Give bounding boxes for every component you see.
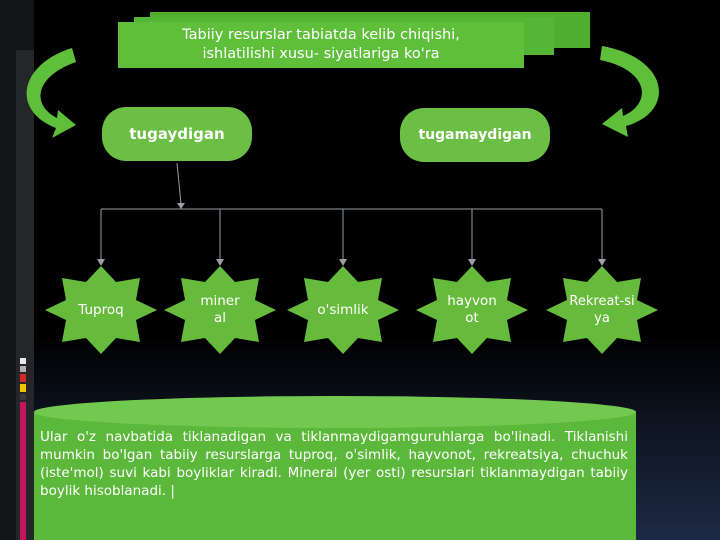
star-shape — [45, 266, 157, 354]
star-shape — [416, 266, 528, 354]
drop-arrowhead — [97, 259, 105, 266]
category-tugaydigan: tugaydigan — [102, 107, 252, 161]
color-bar — [20, 366, 26, 372]
resource-item-hayvonot: hayvonot — [416, 266, 528, 354]
pill-connector-line — [176, 162, 182, 205]
color-bar — [20, 394, 26, 400]
star-shape — [287, 266, 399, 354]
category-label: tugaydigan — [129, 125, 225, 143]
cylinder-body — [34, 412, 636, 540]
title-line-2: ishlatilishi xusu- siyatlariga ko'ra — [202, 46, 440, 62]
resource-item-tuproq: Tuproq — [45, 266, 157, 354]
drop-arrowhead — [468, 259, 476, 266]
resource-item-label: Tuproq — [78, 301, 124, 318]
cylinder-top — [34, 396, 636, 428]
category-label: tugamaydigan — [418, 126, 532, 143]
resource-item-mineral: mineral — [164, 266, 276, 354]
resource-item-label: hayvonot — [447, 293, 497, 326]
drop-arrowhead — [598, 259, 606, 266]
resource-item-label: mineral — [200, 293, 240, 326]
left-curved-arrow — [26, 48, 76, 138]
drop-arrowhead — [216, 259, 224, 266]
color-bar — [20, 402, 26, 540]
category-tugamaydigan: tugamaydigan — [400, 108, 550, 162]
resource-item-label: Rekreat-siya — [569, 294, 635, 326]
pill-connector-arrowhead — [177, 203, 185, 209]
description-text: Ular o'z navbatida tiklanadigan va tikla… — [40, 429, 628, 499]
resource-item-rekreatsiya: Rekreat-siya — [546, 266, 658, 354]
resource-item-label: o'simlik — [317, 301, 369, 318]
title-line-1: Tabiiy resurslar tabiatda kelib chiqishi… — [182, 27, 460, 43]
color-bar — [20, 384, 26, 392]
resource-item-osimlik: o'simlik — [287, 266, 399, 354]
color-bar — [20, 374, 26, 382]
color-bar — [20, 358, 26, 364]
star-shape — [164, 266, 276, 354]
right-curved-arrow — [600, 46, 659, 137]
star-shape — [546, 266, 658, 354]
drop-arrowhead — [339, 259, 347, 266]
color-bar-stack — [20, 358, 26, 540]
title-banner: Tabiiy resurslar tabiatda kelib chiqishi… — [118, 22, 524, 68]
